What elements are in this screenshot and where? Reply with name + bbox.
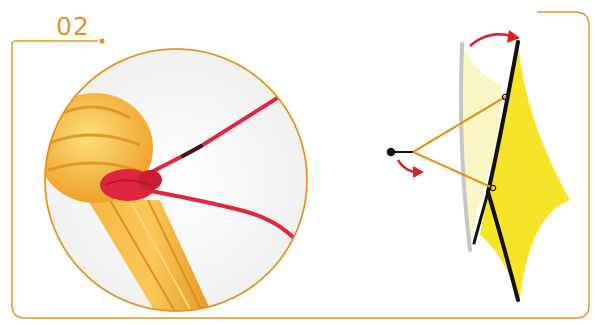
step-number: 02 — [56, 14, 90, 39]
curved-arrow-clockwise-icon — [470, 30, 520, 46]
step-dot — [99, 38, 104, 43]
step-underline — [12, 41, 98, 44]
pivot-point — [387, 148, 396, 157]
knot-photo — [37, 45, 315, 320]
curved-arrow-down-icon — [398, 160, 424, 178]
